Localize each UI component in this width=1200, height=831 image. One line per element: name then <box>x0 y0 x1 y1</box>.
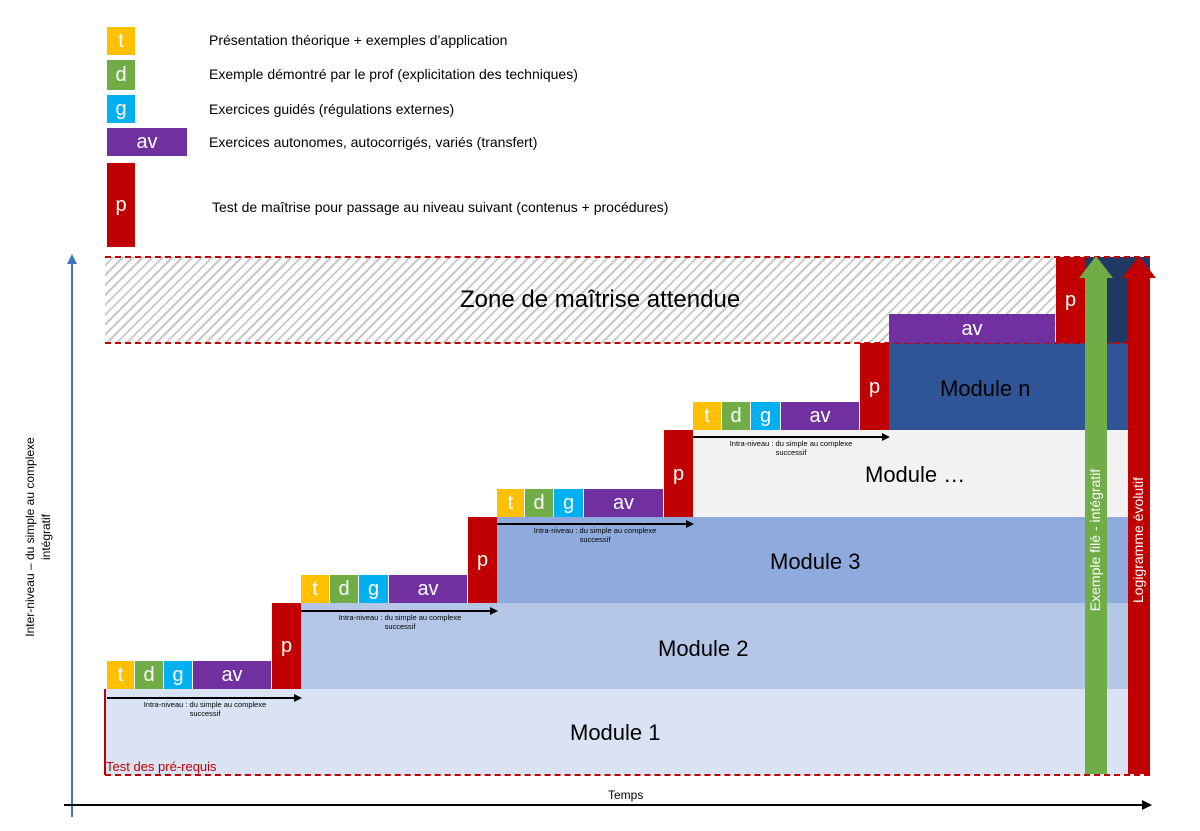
legend-swatch-t: t <box>107 27 135 55</box>
module-3-band <box>497 517 1150 603</box>
step4-av-block: av <box>781 402 859 430</box>
legend-text-t: Présentation théorique + exemples d’appl… <box>209 32 508 48</box>
green-arrow-label: Exemple filé - intégratif <box>1087 468 1103 612</box>
legend-text-d: Exemple démontré par le prof (explicitat… <box>209 66 578 82</box>
step2-av-block: av <box>389 575 467 603</box>
legend-text-p: Test de maîtrise pour passage au niveau … <box>212 199 669 215</box>
prereq-vertical-line <box>104 689 106 775</box>
step3-g-block: g <box>554 489 583 517</box>
module-2-label: Module 2 <box>658 636 749 661</box>
step3-intra-arrowhead <box>686 520 694 528</box>
legend-swatch-d: d <box>107 60 135 90</box>
prereq-dashed-line <box>105 774 1150 776</box>
y-axis-line <box>71 262 73 817</box>
step2-d-block: d <box>330 575 358 603</box>
step4-p-block: p <box>860 343 889 430</box>
step2-t-block: t <box>301 575 329 603</box>
step1-intra-arrow <box>107 697 295 699</box>
mastery-bottom-dashed-line <box>105 342 1150 344</box>
module-ellipsis-label: Module … <box>865 462 966 487</box>
x-axis-line <box>64 804 1144 806</box>
module-1-band <box>105 689 1150 775</box>
module-1-label: Module 1 <box>570 720 661 745</box>
step3-d-block: d <box>525 489 553 517</box>
y-axis-arrowhead <box>67 254 77 264</box>
step1-p-block: p <box>272 603 301 689</box>
step3-av-block: av <box>584 489 663 517</box>
x-axis-label: Temps <box>608 788 644 802</box>
legend-text-g: Exercices guidés (régulations externes) <box>209 101 455 117</box>
step5-av-block: av <box>889 314 1055 343</box>
module-2-band <box>301 603 1150 689</box>
legend-swatch-p: p <box>107 163 135 247</box>
x-axis-arrowhead <box>1142 800 1152 810</box>
module-n-label: Module n <box>940 376 1031 401</box>
red-arrow-label: Logigramme évolutif <box>1130 476 1146 604</box>
step2-intra-arrowhead <box>490 607 498 615</box>
red-arrow-shaft <box>1128 276 1150 774</box>
step3-t-block: t <box>497 489 524 517</box>
step1-d-block: d <box>135 661 163 689</box>
step4-d-block: d <box>722 402 750 430</box>
y-axis-label: Inter-niveau – du simple au complexe int… <box>23 437 54 637</box>
step1-intra-arrowhead <box>294 694 302 702</box>
green-arrow-head <box>1079 256 1113 278</box>
module-ellipsis-band <box>693 430 1150 517</box>
step2-g-block: g <box>359 575 388 603</box>
step4-t-block: t <box>693 402 721 430</box>
step2-intra-arrow <box>301 610 491 612</box>
step1-av-block: av <box>193 661 271 689</box>
step3-intra-arrow <box>497 523 687 525</box>
mastery-top-dashed-line <box>105 256 1150 258</box>
step3-p-block: p <box>664 430 693 517</box>
step1-t-block: t <box>107 661 134 689</box>
legend-swatch-av: av <box>107 128 187 156</box>
step1-g-block: g <box>164 661 192 689</box>
step4-intra-arrowhead <box>882 433 890 441</box>
step2-p-block: p <box>468 517 497 603</box>
module-3-label: Module 3 <box>770 549 861 574</box>
green-arrow-shaft <box>1085 276 1107 774</box>
red-arrow-head <box>1122 256 1156 278</box>
legend-text-av: Exercices autonomes, autocorrigés, varié… <box>209 134 538 150</box>
step4-g-block: g <box>751 402 780 430</box>
mastery-zone-label: Zone de maîtrise attendue <box>460 286 741 313</box>
prereq-label: Test des pré-requis <box>106 759 217 774</box>
legend-swatch-g: g <box>107 95 135 123</box>
step4-intra-arrow <box>693 436 883 438</box>
